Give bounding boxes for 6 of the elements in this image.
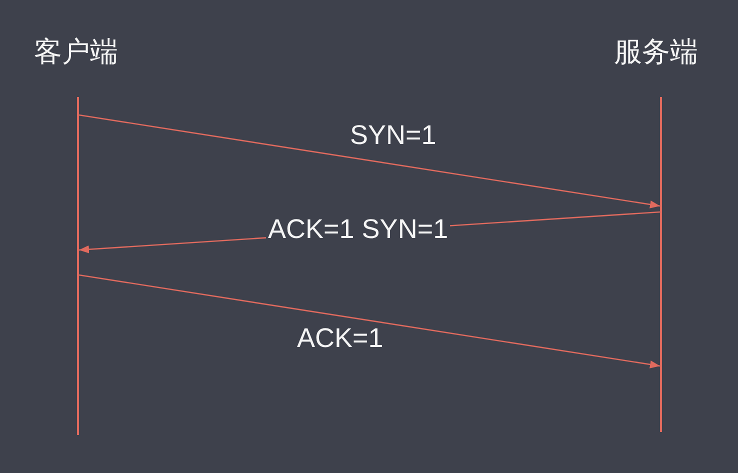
arrow: [78, 114, 660, 208]
arrow: [78, 274, 660, 368]
participant-label: 客户端: [34, 37, 118, 67]
participant-label: 服务端: [614, 37, 698, 67]
lifeline: [660, 97, 662, 432]
lifeline: [77, 97, 79, 435]
